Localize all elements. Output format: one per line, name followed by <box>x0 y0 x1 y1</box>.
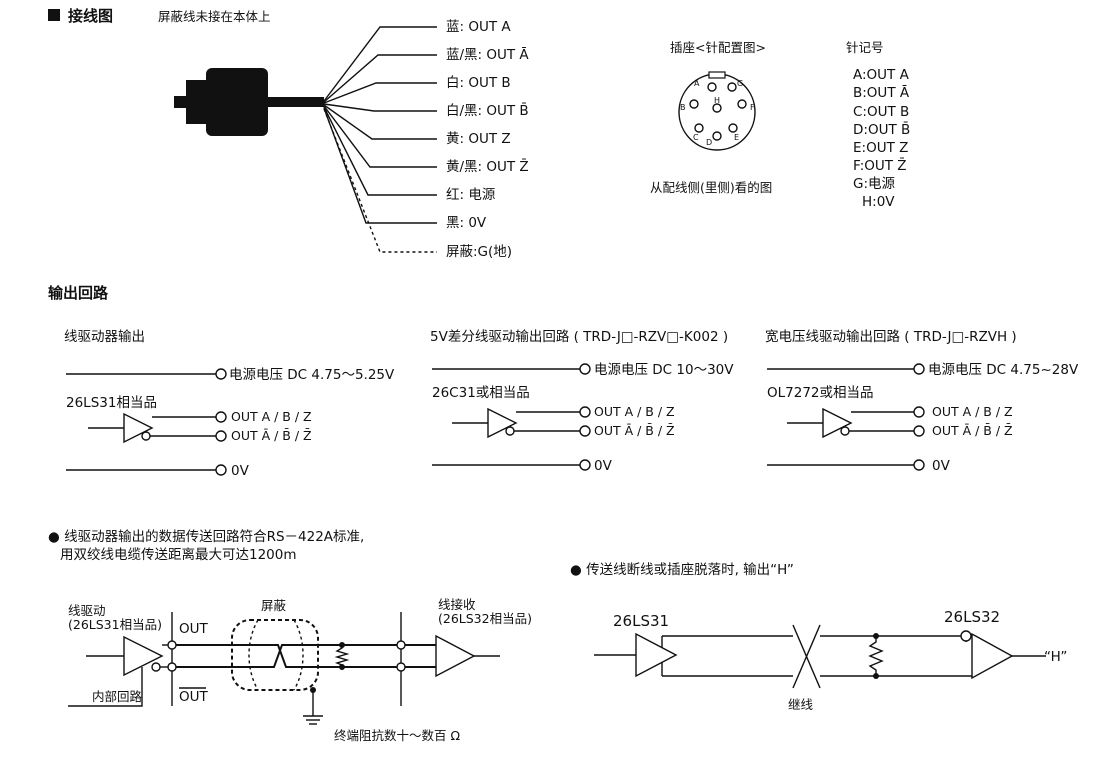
pin-letter: C <box>693 133 699 142</box>
pin-map-list: A:OUT A B:OUT Ā C:OUT B D:OUT B̄ E:OUT Z… <box>853 67 910 210</box>
termination-label: 终端阻抗数十～数百 Ω <box>334 728 460 743</box>
gnd-label: 0V <box>932 458 951 474</box>
out-neg-label: OUT Ā / B̄ / Z̄ <box>231 428 312 443</box>
output-circuit-1: 线驱动器输出 电源电压 DC 4.75～5.25V 26LS31相当品 OUT … <box>64 329 395 479</box>
output-circuit-2: 5V差分线驱动输出回路 ( TRD-J□-RZV□-K002 ) 电源电压 DC… <box>430 329 734 474</box>
receiver-label: 线接收 <box>438 597 476 612</box>
driver-label: 线驱动 <box>68 603 106 618</box>
transmission-note-1: ● 线驱动器输出的数据传送回路符合RS－422A标准, <box>48 529 364 545</box>
pin-letter: A <box>694 79 700 88</box>
wire-label: 黑: 0V <box>446 215 487 231</box>
internal-circuit-label: 内部回路 <box>92 689 143 704</box>
wire-labels: 蓝: OUT A 蓝/黑: OUT Ā 白: OUT B 白/黑: OUT B̄… <box>446 19 529 260</box>
cut-cross-icon <box>792 624 821 689</box>
connector-title: 插座<针配置图> <box>670 40 766 55</box>
pin-map-title: 针记号 <box>846 40 884 55</box>
driver-label-2: (26LS31相当品) <box>68 617 162 632</box>
gnd-label: 0V <box>231 463 250 479</box>
wiring-title: 接线图 <box>68 7 113 25</box>
pin-letter: F <box>750 103 755 112</box>
wire-label: 黄/黑: OUT Z̄ <box>446 158 529 175</box>
pin-letter: H <box>714 96 720 105</box>
pin-letter: D <box>706 138 712 147</box>
wire-label: 白: OUT B <box>446 75 511 91</box>
out-pos-label: OUT A / B / Z <box>231 409 312 424</box>
resistor-icon <box>334 645 350 667</box>
wire-label: 黄: OUT Z <box>446 131 511 147</box>
pin-letter: B <box>680 103 686 112</box>
output-circuit-3: 宽电压线驱动输出回路 ( TRD-J□-RZVH ) 电源电压 DC 4.75~… <box>765 328 1079 474</box>
resistor-icon <box>868 636 884 676</box>
power-label: 电源电压 DC 10～30V <box>594 362 734 378</box>
out-pos-label: OUT A / B / Z <box>932 404 1013 419</box>
out-neg-label: OUT Ā / B̄ / Z̄ <box>594 423 675 438</box>
ground-icon <box>303 715 323 725</box>
wire-label: 蓝: OUT A <box>446 19 511 35</box>
wire-label: 屏蔽:G(地) <box>446 244 512 260</box>
pin-map-item: B:OUT Ā <box>853 84 910 101</box>
receiver-label-2: (26LS32相当品) <box>438 611 532 626</box>
chip-label: 26LS31相当品 <box>66 395 157 411</box>
transmission-circuit: 线驱动 (26LS31相当品) 内部回路 OUT OUT 屏蔽 <box>68 597 532 743</box>
circuit-title: 线驱动器输出 <box>64 329 145 345</box>
break-note: ● 传送线断线或插座脱落时, 输出“H” <box>570 562 794 578</box>
wire-label: 蓝/黑: OUT Ā <box>446 46 529 63</box>
pin-map-item: F:OUT Z̄ <box>853 157 907 174</box>
pin-map-item: G:电源 <box>853 176 896 192</box>
gnd-label: 0V <box>594 458 613 474</box>
pin-map-item: C:OUT B <box>853 104 909 120</box>
power-label: 电源电压 DC 4.75~28V <box>928 362 1079 378</box>
right-chip-label: 26LS32 <box>944 608 1000 626</box>
chip-label: OL7272或相当品 <box>767 385 874 401</box>
wire-label: 红: 电源 <box>446 187 496 203</box>
section-marker <box>48 9 60 21</box>
out-neg-label: OUT Ā / B̄ / Z̄ <box>932 423 1013 438</box>
pin-map-item: D:OUT B̄ <box>853 121 910 138</box>
chip-label: 26C31或相当品 <box>432 385 530 401</box>
power-label: 电源电压 DC 4.75～5.25V <box>229 367 395 383</box>
pin-map-item: H:0V <box>862 194 895 210</box>
out-label: OUT <box>179 621 209 637</box>
circuit-title: 5V差分线驱动输出回路 ( TRD-J□-RZV□-K002 ) <box>430 329 728 345</box>
break-detect-circuit: 26LS31 26LS32 继线 “H” <box>594 608 1067 712</box>
pin-map-item: A:OUT A <box>853 67 910 83</box>
pin-map-item: E:OUT Z <box>853 140 908 156</box>
connector-caption: 从配线侧(里侧)看的图 <box>650 180 772 195</box>
shield-label: 屏蔽 <box>261 598 287 613</box>
output-title: 输出回路 <box>48 284 109 302</box>
out-pos-label: OUT A / B / Z <box>594 404 675 419</box>
wiring-note: 屏蔽线未接在本体上 <box>158 9 271 24</box>
connector-pin-icon <box>678 71 756 151</box>
pin-letter: E <box>734 133 739 142</box>
cut-label: 继线 <box>788 697 814 712</box>
circuit-title: 宽电压线驱动输出回路 ( TRD-J□-RZVH ) <box>765 328 1017 345</box>
out-bar-label: OUT <box>179 689 209 705</box>
transmission-note-2: 用双绞线电缆传送距离最大可达1200m <box>60 546 297 563</box>
encoder-icon <box>174 68 324 136</box>
left-chip-label: 26LS31 <box>613 612 669 630</box>
wire-fan <box>323 26 437 253</box>
wire-label: 白/黑: OUT B̄ <box>446 102 529 119</box>
output-h-label: “H” <box>1044 649 1067 665</box>
pin-letter: G <box>737 79 743 88</box>
